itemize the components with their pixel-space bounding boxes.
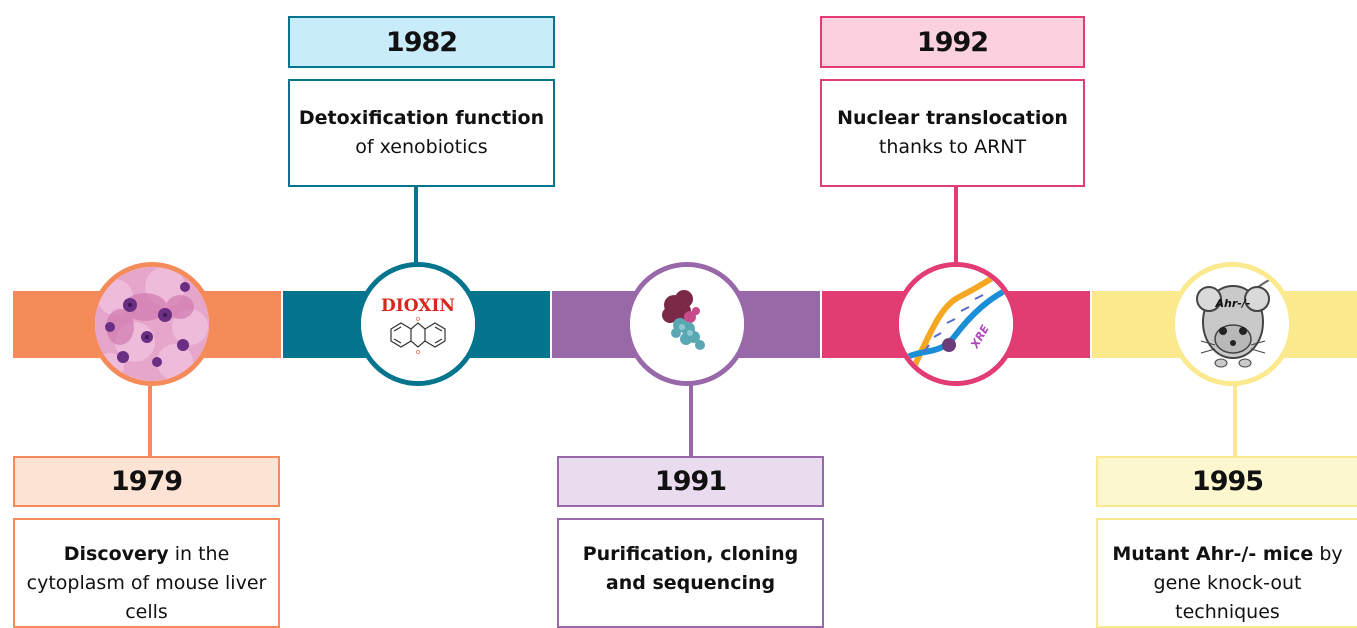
connector-1992 — [954, 186, 958, 266]
event-description-1982: Detoxification function of xenobiotics — [288, 79, 555, 187]
event-highlight: Discovery — [63, 543, 169, 565]
connector-1982 — [414, 186, 418, 266]
event-description-1991: Purification, cloning and sequencing — [557, 518, 824, 628]
year-label-1991: 1991 — [557, 456, 824, 507]
event-description-1995: Mutant Ahr-/- mice by gene knock-out tec… — [1096, 518, 1357, 628]
year-label-1992: 1992 — [820, 16, 1085, 68]
year-label-1979: 1979 — [13, 456, 280, 507]
event-text: of xenobiotics — [355, 136, 488, 158]
event-text: in the cytoplasm of mouse liver cells — [26, 543, 267, 623]
year-text: 1991 — [654, 466, 727, 497]
year-label-1982: 1982 — [288, 16, 555, 68]
event-text: by gene knock-out techniques — [1153, 543, 1343, 623]
connector-1995 — [1233, 384, 1237, 456]
svg-text:O: O — [416, 350, 420, 356]
dioxin-molecule-icon: DIOXIN O O — [356, 262, 480, 386]
dioxin-label: DIOXIN — [381, 296, 455, 316]
event-text: thanks to ARNT — [878, 136, 1027, 158]
knockout-mouse-icon: Ahr-/- — [1170, 262, 1294, 386]
svg-text:O: O — [416, 317, 420, 323]
year-text: 1992 — [916, 26, 989, 58]
mouse-label: Ahr-/- — [1215, 297, 1251, 310]
year-text: 1995 — [1191, 466, 1264, 497]
event-highlight: Purification, cloning and sequencing — [582, 543, 799, 594]
dna-xre-icon: XRE — [894, 262, 1018, 386]
event-description-1992: Nuclear translocation thanks to ARNT — [820, 79, 1085, 187]
protein-structure-icon — [625, 262, 749, 386]
connector-1979 — [148, 384, 152, 456]
connector-1991 — [689, 384, 693, 456]
event-highlight: Detoxification function — [298, 107, 545, 129]
liver-cells-micrograph-icon — [90, 262, 214, 386]
year-text: 1979 — [110, 466, 183, 497]
year-label-1995: 1995 — [1096, 456, 1357, 507]
event-highlight: Nuclear translocation — [837, 107, 1068, 129]
event-highlight: Mutant Ahr-/- mice — [1112, 543, 1314, 565]
year-text: 1982 — [385, 26, 458, 58]
event-description-1979: Discovery in the cytoplasm of mouse live… — [13, 518, 280, 628]
